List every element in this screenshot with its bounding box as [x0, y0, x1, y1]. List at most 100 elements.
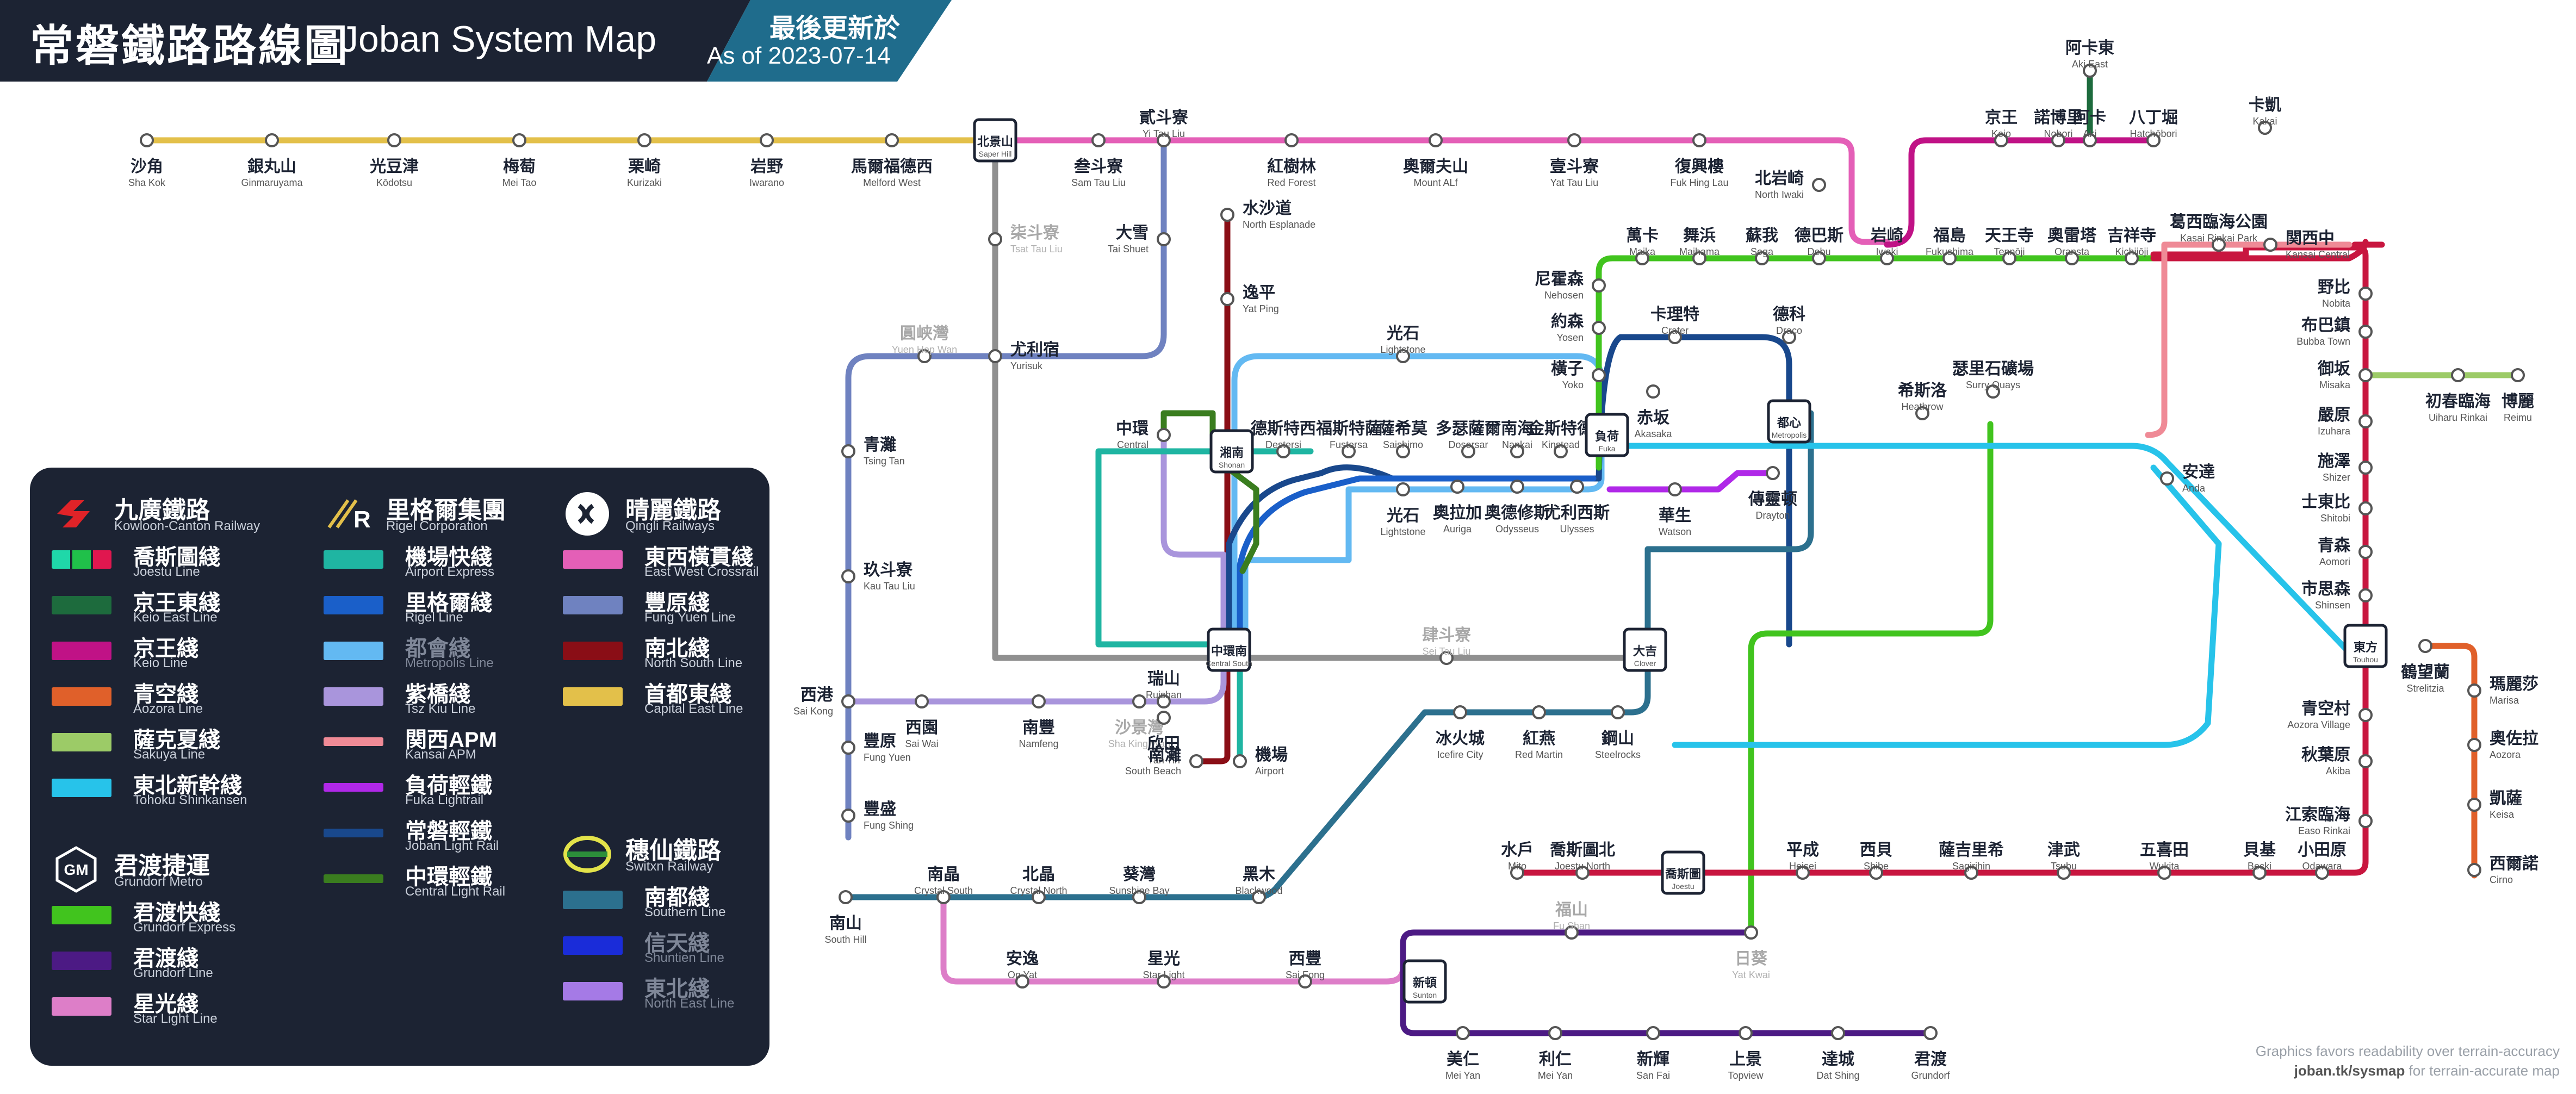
footer-link[interactable]: joban.tk/sysmap	[2294, 1062, 2405, 1079]
